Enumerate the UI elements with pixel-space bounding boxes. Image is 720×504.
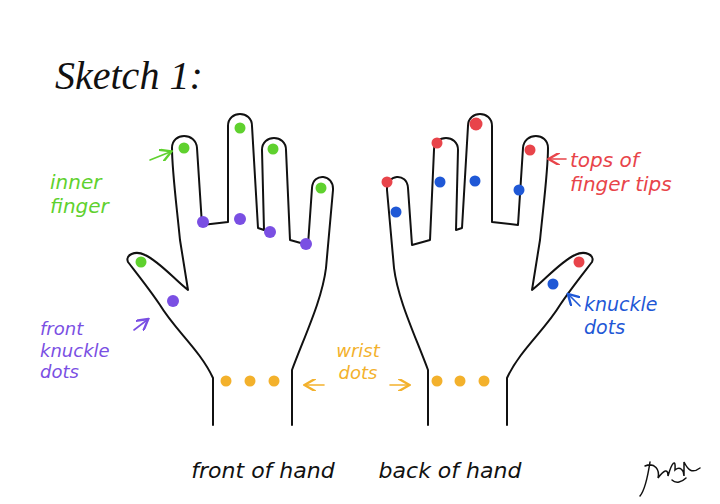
front-hand-outline [127,114,333,425]
hand-caption: back of hand [360,458,540,484]
sketch-title: Sketch 1: [55,52,203,100]
leader-arrow [550,158,566,160]
callout-label: front knuckle dots [40,318,136,383]
hand-caption: front of hand [168,458,358,484]
callout-label: knuckle dots [584,293,680,339]
leader-arrow [306,384,324,386]
back-hand-outline [387,114,593,425]
signature-scribble [640,462,700,496]
callout-label: wrist dots [322,340,394,383]
callout-label: inner finger [50,170,142,218]
callout-label: tops of finger tips [570,148,702,196]
leader-arrow [150,152,170,160]
finger-tip-dots [382,118,585,268]
front-knuckle-dots [167,213,312,307]
leader-arrow [134,320,147,330]
leader-arrow [390,384,408,386]
leader-arrow [569,295,580,306]
knuckle-dots [391,176,559,290]
inner-finger-dots [136,123,327,268]
